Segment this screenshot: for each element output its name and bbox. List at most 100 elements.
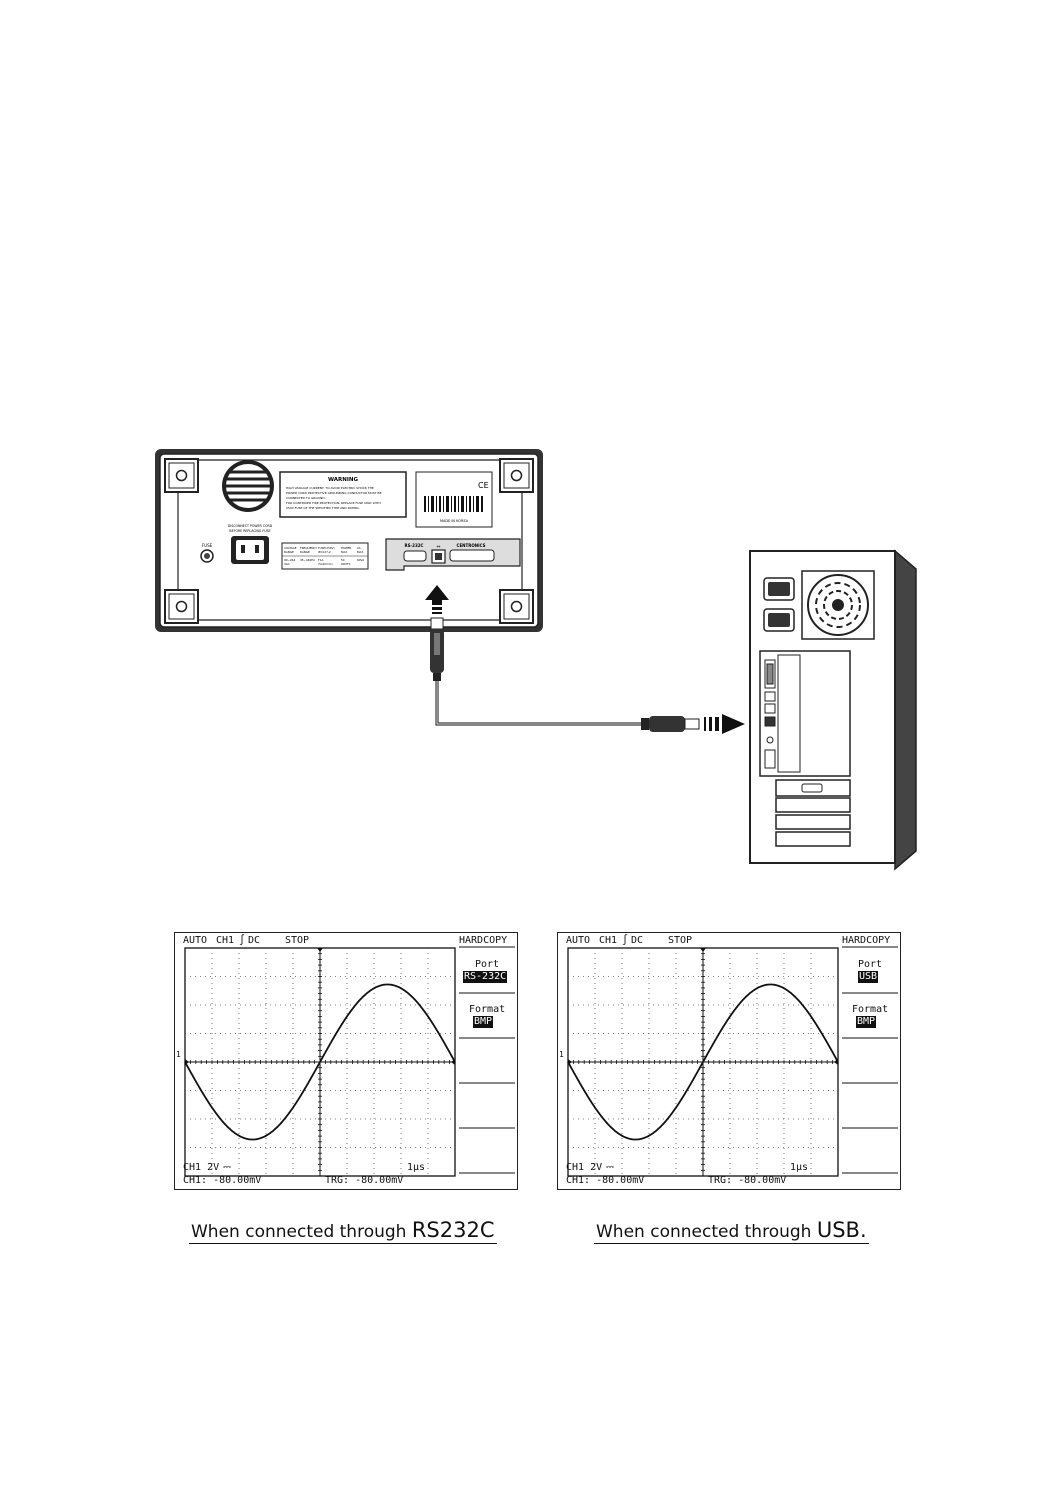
svg-text:MAX: MAX	[341, 550, 347, 554]
svg-text:60VA: 60VA	[357, 558, 364, 562]
mode-label: AUTO	[566, 935, 591, 946]
vertical-scale: CH1 2V	[566, 1162, 603, 1173]
run-state-label: STOP	[668, 935, 693, 946]
svg-text:45~440Hz: 45~440Hz	[300, 558, 315, 562]
waveform-trace	[567, 983, 839, 1141]
timebase: 1μs	[407, 1162, 426, 1173]
svg-text:90~264: 90~264	[284, 558, 295, 562]
power-note: BEFORE REPLACING FUSE	[229, 529, 270, 533]
waveform-grid	[184, 946, 515, 1177]
menu-format-label: Format	[852, 1004, 889, 1015]
corner-foot-icon	[164, 458, 199, 493]
serial-label: CE MADE IN KOREA	[415, 471, 493, 528]
vertical-scale: CH1 2V	[183, 1162, 220, 1173]
made-in-label: MADE IN KOREA	[440, 519, 469, 523]
pc-tower	[749, 549, 917, 871]
coupling-label: DC	[248, 935, 261, 946]
barcode-icon	[424, 496, 483, 512]
centronics-port-label: CENTRONICS	[457, 543, 486, 548]
ch1-readout: CH1: -80.00mV	[183, 1175, 262, 1186]
svg-text:T1A: T1A	[317, 558, 323, 562]
warning-line: POWER CORD PROTECTIVE GROUNDING CONDUCTO…	[286, 491, 382, 495]
warning-line: HIGH LEAKAGE CURRENT. TO AVOID ELECTRIC …	[286, 486, 374, 490]
svg-text:VA: VA	[357, 546, 361, 550]
menu-port-value[interactable]: RS-232C	[463, 971, 508, 983]
svg-text:50: 50	[341, 558, 345, 562]
waveform-grid	[567, 946, 898, 1177]
rising-edge-icon: ∫	[622, 935, 629, 946]
menu-format-value[interactable]: BMP	[473, 1016, 494, 1028]
menu-port-label: Port	[858, 959, 883, 970]
dc-icon: ⎓	[606, 1162, 614, 1173]
fan-icon	[222, 460, 274, 512]
warning-line: CONNECTED TO GROUND.	[286, 496, 326, 500]
svg-text:FREQUENCY: FREQUENCY	[300, 546, 317, 550]
warning-line: 250V FUSE OF THE SPECIFIED TYPE AND RATI…	[286, 506, 360, 510]
fuse-label: FUSE	[202, 543, 213, 548]
mode-label: AUTO	[183, 935, 208, 946]
interface-panel: RS-232C CENTRONICS ⇔	[385, 538, 521, 571]
usb-port: ⇔	[431, 544, 446, 564]
arrow-up-icon	[425, 585, 449, 614]
power-socket-icon	[763, 577, 795, 601]
warning-title: WARNING	[328, 477, 359, 483]
usb-icon: ⇔	[436, 544, 440, 550]
ch1-readout: CH1: -80.00mV	[566, 1175, 645, 1186]
power-note: DISCONNECT POWER CORD	[228, 524, 273, 528]
warning-line: FOR CONTINUED FIRE PROTECTION, REPLACE F…	[286, 501, 381, 505]
svg-text:RANGE: RANGE	[300, 550, 310, 554]
rs232c-port-label: RS-232C	[405, 543, 424, 548]
connection-diagram: WARNING HIGH LEAKAGE CURRENT. TO AVOID E…	[155, 449, 917, 871]
power-socket-icon	[763, 608, 795, 632]
menu-port-value[interactable]: USB	[858, 971, 879, 983]
dc-icon: ⎓	[223, 1162, 231, 1173]
channel-label: CH1	[216, 935, 235, 946]
menu-format-label: Format	[469, 1004, 506, 1015]
coupling-label: DC	[631, 935, 644, 946]
ce-mark: CE	[478, 481, 489, 490]
warning-label: WARNING HIGH LEAKAGE CURRENT. TO AVOID E…	[279, 471, 407, 518]
svg-text:IEC127-2: IEC127-2	[318, 550, 331, 554]
power-inlet: DISCONNECT POWER CORD BEFORE REPLACING F…	[228, 524, 273, 564]
fan-icon	[801, 570, 875, 640]
caption-usb: When connected through USB.	[594, 1219, 869, 1244]
trigger-readout: TRG: -80.00mV	[708, 1175, 787, 1186]
svg-text:MAX: MAX	[357, 550, 363, 554]
svg-text:RANGE: RANGE	[284, 550, 294, 554]
svg-text:VOLTAGE: VOLTAGE	[284, 546, 297, 550]
oscilloscope-rear-panel: WARNING HIGH LEAKAGE CURRENT. TO AVOID E…	[155, 449, 543, 632]
channel-label: CH1	[599, 935, 618, 946]
caption-prefix: When connected through	[596, 1222, 817, 1242]
menu-format-value[interactable]: BMP	[856, 1016, 877, 1028]
caption-interface: RS232C	[411, 1218, 495, 1242]
svg-text:FUSE(250V): FUSE(250V)	[318, 546, 335, 550]
svg-text:(5x20mm): (5x20mm)	[318, 562, 333, 566]
waveform-trace	[184, 983, 456, 1141]
corner-foot-icon	[164, 589, 199, 624]
run-state-label: STOP	[285, 935, 310, 946]
svg-text:WATTS: WATTS	[341, 562, 351, 566]
trigger-position-icon	[317, 948, 323, 952]
caption-prefix: When connected through	[191, 1222, 412, 1242]
menu-port-label: Port	[475, 959, 500, 970]
corner-foot-icon	[499, 458, 534, 493]
trigger-position-icon	[700, 948, 706, 952]
menu-title: HARDCOPY	[459, 935, 508, 946]
channel-marker: 1	[559, 1050, 564, 1059]
menu-title: HARDCOPY	[842, 935, 891, 946]
usb-cable	[430, 617, 700, 732]
spec-label: VOLTAGE FREQUENCY FUSE(250V) POWER VA RA…	[281, 542, 369, 570]
scope-screen-rs232c: AUTO CH1 ∫ DC STOP HARDCOPY Port RS-232C…	[174, 932, 518, 1190]
caption-rs232c: When connected through RS232C	[189, 1219, 497, 1244]
caption-interface: USB.	[816, 1218, 867, 1242]
channel-marker: 1	[176, 1050, 181, 1059]
timebase: 1μs	[790, 1162, 809, 1173]
rising-edge-icon: ∫	[239, 935, 246, 946]
trigger-readout: TRG: -80.00mV	[325, 1175, 404, 1186]
fuse-holder: FUSE	[200, 543, 214, 563]
svg-text:VAC: VAC	[284, 562, 290, 566]
svg-text:POWER: POWER	[341, 546, 351, 550]
corner-foot-icon	[499, 589, 534, 624]
scope-screen-usb: AUTO CH1 ∫ DC STOP HARDCOPY Port USB For…	[557, 932, 901, 1190]
arrow-right-icon	[704, 714, 745, 734]
